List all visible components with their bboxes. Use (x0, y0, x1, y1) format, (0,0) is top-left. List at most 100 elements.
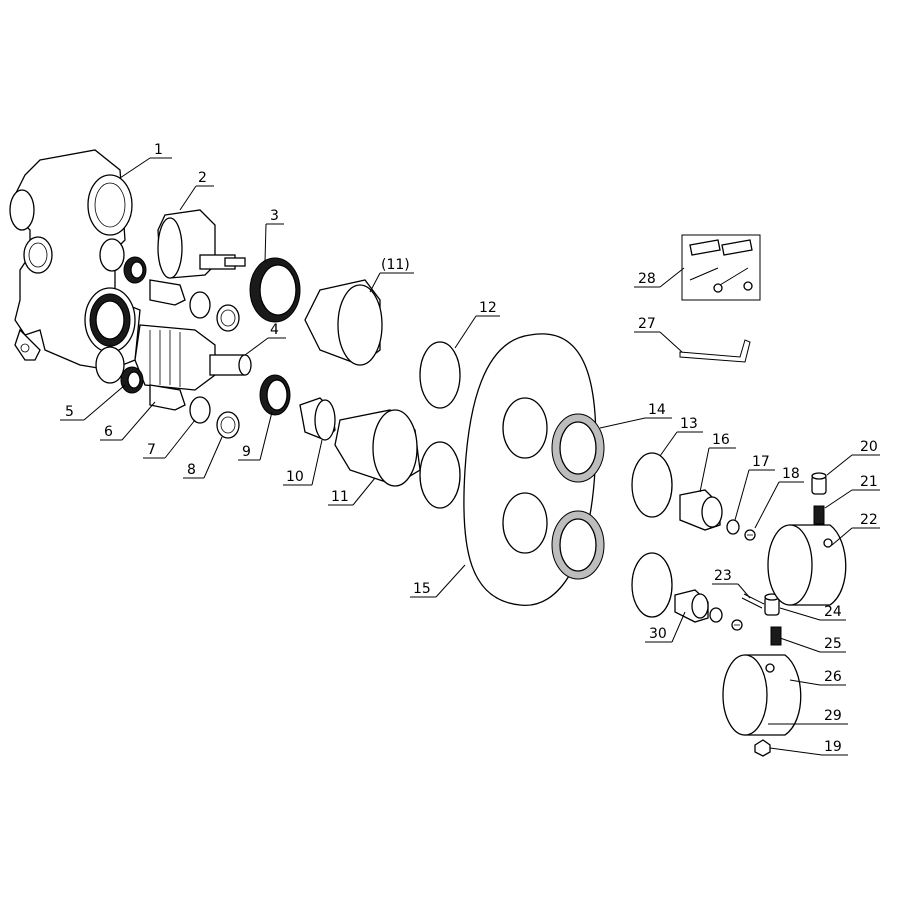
label-6: 6 (104, 424, 113, 440)
part-check-valve-upper (149, 279, 186, 306)
leader-6 (121, 401, 156, 441)
leader-19 (769, 747, 823, 756)
label-22: 22 (860, 512, 878, 528)
part-valve-body (9, 149, 141, 384)
leader-7 (164, 419, 196, 459)
leader-1 (119, 157, 151, 179)
leader-3 (264, 223, 267, 263)
label-7: 7 (147, 442, 156, 458)
part-cartridge (157, 209, 246, 279)
label-2: 2 (198, 170, 207, 186)
leader-22 (831, 527, 853, 546)
leader-28 (659, 267, 685, 288)
label-26: 26 (824, 669, 842, 685)
leader-12 (454, 315, 477, 349)
label-4: 4 (270, 322, 279, 338)
part-screw-18 (744, 529, 756, 541)
leader-24 (779, 607, 821, 621)
label-23: 23 (714, 568, 732, 584)
part-o-ring-13-lower (631, 552, 673, 618)
label-17: 17 (752, 454, 770, 470)
label-21: 21 (860, 474, 878, 490)
label-9: 9 (242, 444, 251, 460)
part-cap-20 (811, 472, 827, 495)
callouts: 1 2 3 (11) 4 5 6 7 8 9 10 11 (60, 142, 880, 756)
leader-18 (754, 481, 780, 529)
part-screw-kit (681, 234, 761, 301)
leader-27 (659, 331, 683, 353)
part-nut-19 (754, 739, 771, 757)
part-o-ring-7 (189, 396, 211, 424)
leader-9 (259, 411, 273, 461)
part-pin-23 (741, 593, 765, 609)
leader-5 (83, 384, 126, 421)
leader-4 (244, 337, 269, 356)
part-sleeve-lower (334, 409, 421, 487)
leader-20 (826, 454, 853, 476)
leader-17 (734, 469, 750, 521)
label-11-top: (11) (381, 257, 410, 273)
part-grub-screw-21 (813, 505, 825, 525)
part-seal-5-inner (127, 371, 141, 389)
part-handle-26 (722, 654, 802, 736)
label-20: 20 (860, 439, 878, 455)
label-16: 16 (712, 432, 730, 448)
label-28: 28 (638, 271, 656, 287)
label-12: 12 (479, 300, 497, 316)
part-handle-22 (767, 524, 847, 606)
leader-8 (203, 436, 223, 479)
part-plug-upper (216, 304, 240, 332)
label-11: 11 (331, 489, 349, 505)
part-o-ring-12-upper (419, 341, 461, 409)
label-14: 14 (648, 402, 666, 418)
leader-14 (599, 417, 646, 429)
label-19: 19 (824, 739, 842, 755)
leader-11-top (369, 272, 381, 293)
label-27: 27 (638, 316, 656, 332)
part-o-ring-13 (631, 452, 673, 518)
leader-11 (352, 477, 376, 506)
leader-16 (699, 447, 710, 493)
leader-2 (179, 185, 197, 211)
label-1: 1 (154, 142, 163, 158)
part-thermostatic-cartridge (134, 324, 252, 391)
leader-26 (789, 679, 821, 686)
leader-10 (311, 439, 323, 486)
part-adaptor-30 (674, 589, 709, 623)
part-grub-screw-25 (770, 626, 782, 646)
leader-23 (737, 583, 751, 599)
part-retaining-ring (259, 374, 291, 416)
part-plug-8 (216, 411, 240, 439)
part-clip (299, 397, 336, 441)
part-flange-upper (551, 413, 605, 483)
part-check-valve-6 (149, 384, 186, 411)
part-o-ring-12-lower (419, 441, 461, 509)
leader-25 (779, 637, 821, 653)
label-8: 8 (187, 462, 196, 478)
label-29: 29 (824, 708, 842, 724)
part-flange-lower (551, 510, 605, 580)
part-sleeve-upper (304, 279, 383, 366)
part-adaptor-16 (679, 489, 723, 531)
label-5: 5 (65, 404, 74, 420)
part-o-ring-upper (189, 291, 211, 319)
part-washer-lower (709, 607, 723, 623)
part-seal-upper-inner (130, 261, 144, 279)
label-3: 3 (270, 208, 279, 224)
leader-15 (435, 564, 466, 598)
label-24: 24 (824, 604, 842, 620)
label-10: 10 (286, 469, 304, 485)
part-washer-17 (726, 519, 740, 535)
part-hex-key (679, 339, 751, 363)
leader-21 (824, 489, 853, 509)
label-15: 15 (413, 581, 431, 597)
leader-13 (659, 431, 678, 457)
label-30: 30 (649, 626, 667, 642)
label-18: 18 (782, 466, 800, 482)
part-screw-lower (731, 619, 743, 631)
label-25: 25 (824, 636, 842, 652)
part-threaded-ring (249, 257, 301, 323)
leader-30 (671, 611, 686, 643)
